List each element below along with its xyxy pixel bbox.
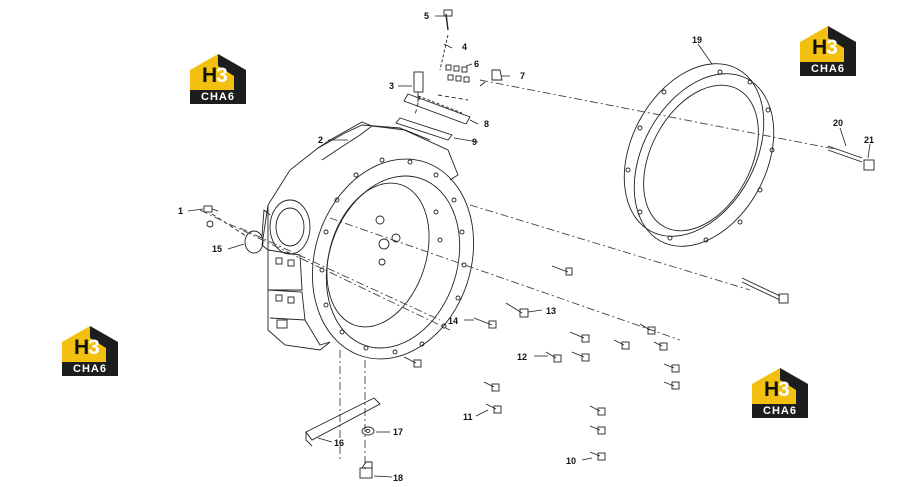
watermark-logo-left: H3 CHA6 [60, 324, 122, 380]
callout-labels: 1 2 3 4 5 6 7 8 9 10 11 12 13 14 15 16 1… [178, 11, 874, 483]
callout-6: 6 [474, 59, 479, 69]
callout-13: 13 [546, 306, 556, 316]
callout-20: 20 [833, 118, 843, 128]
logo-subtitle: CHA6 [800, 62, 856, 76]
callout-1: 1 [178, 206, 183, 216]
sensor-assembly [395, 9, 503, 141]
callout-12: 12 [517, 352, 527, 362]
bar-part-16 [305, 397, 381, 447]
adapter-ring-part-19 [623, 63, 775, 247]
cover-part-15 [244, 230, 264, 254]
callout-9: 9 [472, 137, 477, 147]
logo-mark: H3 [812, 36, 838, 59]
fitting-part-1 [203, 205, 247, 237]
callout-3: 3 [389, 81, 394, 91]
logo-house-icon [800, 26, 856, 62]
logo-house-icon [752, 368, 808, 404]
callout-4: 4 [462, 42, 467, 52]
washer-part-17 [361, 426, 375, 436]
logo-mark: H3 [202, 64, 228, 87]
callout-15: 15 [212, 244, 222, 254]
alignment-lines [199, 79, 841, 470]
logo-house-icon [190, 54, 246, 90]
callout-21: 21 [864, 135, 874, 145]
logo-subtitle: CHA6 [62, 362, 118, 376]
logo-subtitle: CHA6 [190, 90, 246, 104]
screws-part-6 [445, 64, 470, 83]
bolts [403, 265, 680, 461]
callout-17: 17 [393, 427, 403, 437]
callout-16: 16 [334, 438, 344, 448]
callout-11: 11 [463, 412, 473, 422]
logo-house-icon [62, 326, 118, 362]
nut-part-18 [359, 461, 373, 479]
leader-lines [187, 15, 871, 478]
logo-mark: H3 [74, 336, 100, 359]
callout-7: 7 [520, 71, 525, 81]
nut-part-21 [863, 159, 875, 171]
logo-mark: H3 [764, 378, 790, 401]
callout-5: 5 [424, 11, 429, 21]
callout-14: 14 [448, 316, 458, 326]
flywheel-housing [261, 121, 475, 360]
stud-part-20 [741, 145, 863, 304]
callout-19: 19 [692, 35, 702, 45]
callout-18: 18 [393, 473, 403, 483]
watermark-logo-top-right: H3 CHA6 [798, 24, 860, 80]
callout-2: 2 [318, 135, 323, 145]
callout-8: 8 [484, 119, 489, 129]
logo-subtitle: CHA6 [752, 404, 808, 418]
watermark-logo-top-left: H3 CHA6 [188, 52, 250, 108]
watermark-logo-bottom-right: H3 CHA6 [750, 366, 812, 422]
callout-10: 10 [566, 456, 576, 466]
